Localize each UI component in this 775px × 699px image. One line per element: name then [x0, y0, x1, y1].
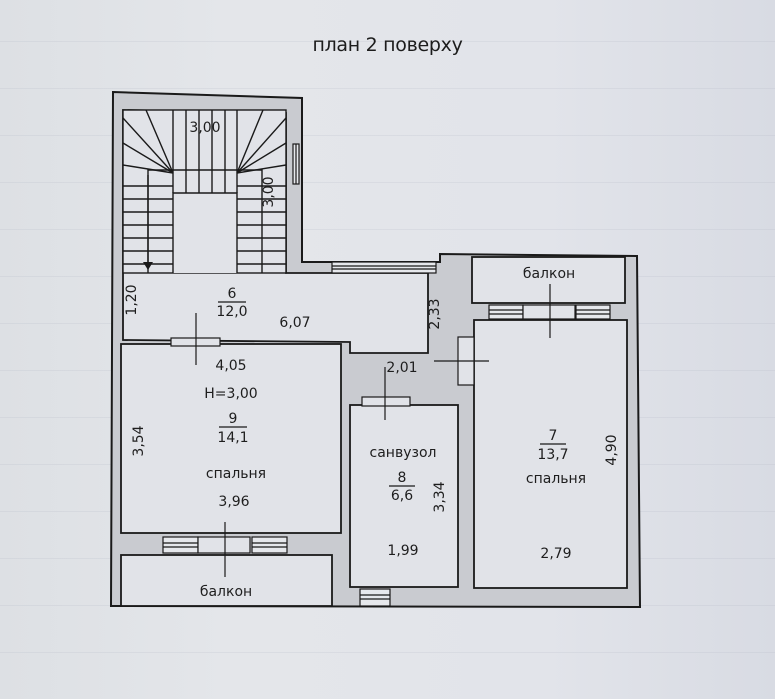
room-8-area: 6,6 [391, 488, 413, 504]
balcony-bottom-label: балкон [200, 584, 252, 600]
room-8-door [361, 396, 411, 407]
room-6-dim-length: 6,07 [279, 315, 310, 331]
room-9-height: H=3,00 [204, 386, 257, 402]
room-7-name: спальня [526, 471, 586, 487]
room-7-dim-right: 4,90 [604, 434, 620, 465]
room-9-dim-bottom: 3,96 [218, 494, 249, 510]
room-6-dim-left: 1,20 [124, 284, 140, 315]
room-7-bedroom [473, 319, 628, 589]
room-7-balcony-windows [488, 304, 611, 320]
room-7-area: 13,7 [537, 447, 568, 463]
staircase [122, 109, 287, 274]
room-6-area: 12,0 [216, 304, 247, 320]
plan-title: план 2 поверху [312, 34, 463, 56]
room-7-number: 7 [549, 428, 558, 444]
room-6-dim-bottom: 2,01 [386, 360, 417, 376]
room-8-name: санвузол [370, 445, 437, 461]
room-9-name: спальня [206, 466, 266, 482]
room-9-dim-left: 3,54 [131, 425, 147, 456]
room-8-number: 8 [398, 470, 407, 486]
room-9-area: 14,1 [217, 430, 248, 446]
bathroom-window [359, 588, 391, 607]
stair-width-side: 3,00 [261, 176, 277, 207]
room-9-balcony-windows [162, 536, 288, 554]
room-8-dim-right: 3,34 [432, 481, 448, 512]
room-8-bathroom [349, 404, 459, 588]
balcony-top-right [471, 256, 626, 304]
room-7-dim-bottom: 2,79 [540, 546, 571, 562]
room-9-bedroom [120, 343, 342, 534]
room-6-dim-right: 2,33 [427, 298, 443, 329]
balcony-top-label: балкон [523, 266, 575, 282]
stair-window [292, 143, 300, 185]
room-9-number: 9 [229, 411, 238, 427]
hall-window [331, 261, 437, 274]
room-9-dim-top: 4,05 [215, 358, 246, 374]
room-8-dim-bottom: 1,99 [387, 543, 418, 559]
stair-width-top: 3,00 [189, 120, 220, 136]
balcony-bottom-left [120, 554, 333, 607]
room-6-number: 6 [228, 286, 237, 302]
stair-direction-arrow-icon [143, 262, 153, 270]
